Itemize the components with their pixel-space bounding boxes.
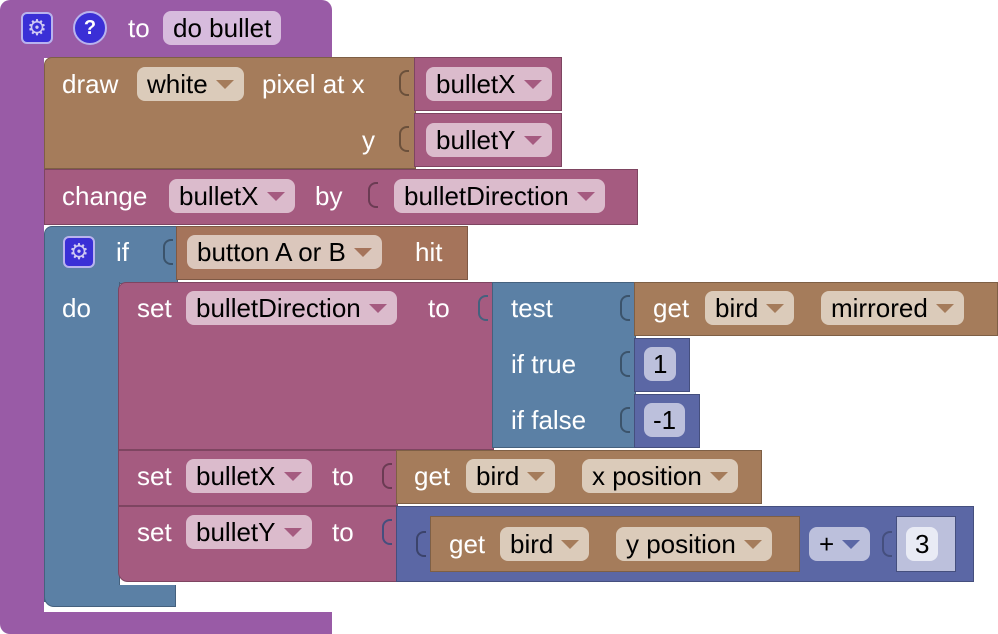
operand-value-field[interactable]: 3 bbox=[906, 527, 939, 561]
operator-dropdown[interactable]: + bbox=[809, 527, 871, 561]
property-dropdown[interactable]: mirrored bbox=[821, 291, 964, 325]
draw-label: draw bbox=[62, 69, 119, 99]
sprite-dropdown[interactable]: bird bbox=[466, 459, 556, 493]
gear-icon[interactable]: ⚙ bbox=[21, 12, 53, 44]
input-connector bbox=[368, 182, 378, 208]
input-connector bbox=[382, 463, 392, 489]
sprite-dropdown[interactable]: bird bbox=[705, 291, 795, 325]
gear-icon[interactable]: ⚙ bbox=[63, 236, 95, 268]
input-connector bbox=[163, 239, 173, 265]
set-label: set bbox=[137, 293, 172, 323]
bullety-var-dropdown[interactable]: bulletY bbox=[426, 123, 552, 157]
do-label: do bbox=[62, 293, 91, 323]
change-amount-dropdown[interactable]: bulletDirection bbox=[394, 179, 605, 213]
input-connector bbox=[620, 351, 630, 377]
pixel-at-x-label: pixel at x bbox=[262, 69, 365, 99]
if-block-footer bbox=[44, 585, 176, 607]
if-false-label: if false bbox=[511, 405, 587, 435]
property-dropdown[interactable]: y position bbox=[616, 527, 772, 561]
procedure-name-field[interactable]: do bullet bbox=[163, 11, 282, 45]
if-true-label: if true bbox=[511, 349, 577, 379]
change-var-dropdown[interactable]: bulletX bbox=[169, 179, 295, 213]
input-connector bbox=[399, 126, 409, 152]
set-y-var-dropdown[interactable]: bulletY bbox=[186, 515, 312, 549]
set-x-var-dropdown[interactable]: bulletX bbox=[186, 459, 312, 493]
procedure-block-spine bbox=[0, 56, 44, 616]
procedure-block-footer bbox=[0, 612, 332, 634]
procedure-keyword: to bbox=[128, 13, 150, 43]
set-label: set bbox=[137, 461, 172, 491]
get-label: get bbox=[653, 293, 690, 323]
change-label: change bbox=[62, 181, 148, 211]
set-label: set bbox=[137, 517, 172, 547]
ternary-block[interactable] bbox=[492, 282, 636, 448]
input-connector bbox=[620, 295, 630, 321]
input-connector bbox=[382, 519, 392, 545]
get-bird-y-block[interactable] bbox=[430, 516, 800, 572]
sprite-dropdown[interactable]: bird bbox=[500, 527, 590, 561]
question-mark-icon[interactable]: ? bbox=[73, 11, 107, 45]
input-connector bbox=[620, 407, 630, 433]
get-label: get bbox=[449, 529, 486, 559]
if-block-spine bbox=[44, 282, 120, 602]
input-connector bbox=[416, 531, 426, 557]
get-label: get bbox=[414, 461, 451, 491]
to-label: to bbox=[428, 293, 450, 323]
test-label: test bbox=[511, 293, 553, 323]
set-direction-var-dropdown[interactable]: bulletDirection bbox=[186, 291, 397, 325]
if-label: if bbox=[116, 237, 129, 267]
input-connector bbox=[478, 295, 488, 321]
property-dropdown[interactable]: x position bbox=[582, 459, 738, 493]
to-label: to bbox=[332, 461, 354, 491]
true-value-field[interactable]: 1 bbox=[644, 347, 677, 381]
bulletx-var-dropdown[interactable]: bulletX bbox=[426, 67, 552, 101]
y-label: y bbox=[362, 125, 375, 155]
false-value-field[interactable]: -1 bbox=[644, 403, 686, 437]
button-dropdown[interactable]: button A or B bbox=[187, 235, 382, 269]
input-connector bbox=[882, 531, 892, 557]
color-dropdown[interactable]: white bbox=[137, 67, 244, 101]
hit-label: hit bbox=[415, 237, 443, 267]
input-connector bbox=[399, 70, 409, 96]
by-label: by bbox=[315, 181, 343, 211]
to-label: to bbox=[332, 517, 354, 547]
